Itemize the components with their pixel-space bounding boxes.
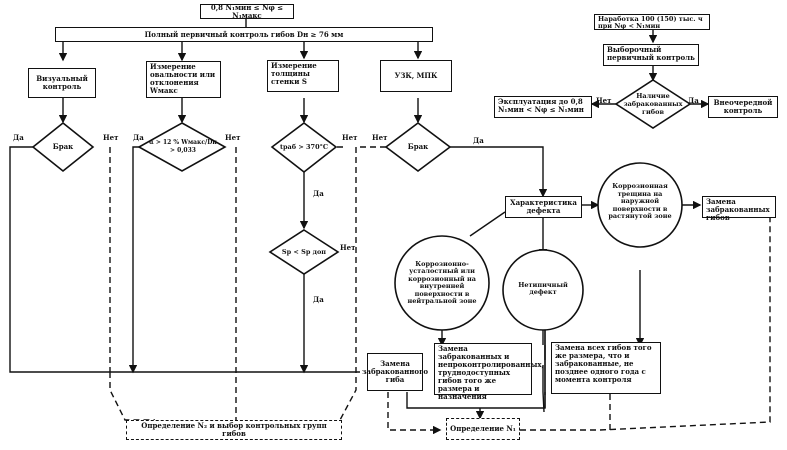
selective-control-text: Выборочный первичный контроль	[607, 45, 695, 62]
defect-characteristic-box: Характеристика дефекта	[505, 196, 582, 218]
replace-all-same-size-box: Замена всех гибов того же размера, что и…	[551, 342, 661, 394]
label-yes: Да	[133, 133, 144, 142]
label-no: Нет	[596, 96, 612, 105]
decision-rejected-present	[614, 79, 692, 129]
top-condition-text: 0,8 N₁мин ≤ Nφ ≤ N₁макс	[210, 2, 284, 20]
determine-n1-box: Определение N₁	[446, 418, 520, 440]
thickness-box: Измерение толщины стенки S	[267, 60, 339, 92]
temp-cond-text: tраб > 370°C	[279, 143, 329, 151]
decision-ovality	[137, 122, 227, 172]
label-no: Нет	[372, 133, 388, 142]
decision-defect-2	[384, 122, 452, 172]
operating-hours-box: Наработка 100 (150) тыс. ч при Nφ < N₁ми…	[594, 14, 710, 30]
determine-n2-box: Определение N₂ и выбор контрольных групп…	[126, 420, 342, 440]
label-yes: Да	[473, 136, 484, 145]
ultrasonic-text: УЗК, МПК	[394, 71, 438, 80]
replace-rejected-small-text: Замена забракованных гибов	[706, 197, 770, 222]
label-no: Нет	[103, 133, 119, 142]
top-condition-box: 0,8 N₁мин ≤ Nφ ≤ N₁макс	[200, 2, 294, 20]
label-no: Нет	[342, 133, 358, 142]
circle-atypical	[502, 249, 584, 331]
rejected-present-text: Наличие забракованных гибов	[623, 92, 683, 116]
extra-control-text: Внеочередной контроль	[713, 98, 773, 115]
circle-corrosion-crack	[597, 162, 683, 248]
ultrasonic-box: УЗК, МПК	[380, 60, 452, 92]
defect-1-text: Брак	[52, 142, 74, 151]
replace-rejected-left-text: Замена забракованного гиба	[361, 359, 429, 384]
label-yes: Да	[313, 295, 324, 304]
label-yes: Да	[688, 96, 699, 105]
determine-n2-text: Определение N₂ и выбор контрольных групп…	[141, 421, 327, 438]
replace-hard-to-control-box: Замена забракованных и непроконтролирова…	[434, 343, 544, 401]
ovality-text: Измерение овальности или отклонения Wмак…	[150, 62, 216, 95]
replace-rejected-left-box: Замена забракованного гиба	[362, 353, 428, 391]
full-control-box: Полный первичный контроль гибов Dн ≥ 76 …	[55, 27, 433, 42]
decision-thickness	[268, 229, 340, 275]
ovality-box: Измерение овальности или отклонения Wмак…	[146, 61, 221, 98]
circle-corrosion-fatigue	[394, 235, 490, 331]
extra-control-box: Внеочередной контроль	[708, 96, 778, 118]
full-control-text: Полный первичный контроль гибов Dн ≥ 76 …	[144, 29, 344, 39]
label-no: Нет	[225, 133, 241, 142]
thickness-text: Измерение толщины стенки S	[271, 61, 317, 86]
defect-2-text: Брак	[407, 142, 429, 151]
determine-n1-text: Определение N₁	[450, 424, 516, 433]
label-yes: Да	[313, 189, 324, 198]
operation-until-text: Эксплуатация до 0,8 N₁мин < Nφ ≤ N₁мин	[498, 97, 584, 114]
defect-characteristic-text: Характеристика дефекта	[510, 198, 577, 215]
decision-temperature	[270, 122, 338, 174]
corrosion-crack-text: Коррозионная трещина на наружной поверхн…	[608, 182, 672, 221]
selective-control-box: Выборочный первичный контроль	[603, 44, 699, 66]
corrosion-fatigue-text: Коррозионно-усталостный или коррозионный…	[407, 259, 477, 305]
visual-control-text: Визуальный контроль	[36, 74, 88, 91]
thickness-cond-text: Sр < Sр доп	[281, 248, 327, 256]
operation-until-box: Эксплуатация до 0,8 N₁мин < Nφ ≤ N₁мин	[494, 96, 592, 118]
ovality-cond-text: α > 12 % Wмакс/Dн > 0,033	[149, 139, 217, 154]
replace-rejected-small-box: Замена забракованных гибов	[702, 196, 776, 222]
label-yes: Да	[13, 133, 24, 142]
label-no: Нет	[340, 243, 356, 252]
replace-all-same-size-text: Замена всех гибов того же размера, что и…	[555, 343, 652, 384]
decision-defect-1	[31, 121, 95, 173]
atypical-text: Нетипичный дефект	[518, 280, 568, 296]
replace-hard-to-control-text: Замена забракованных и непроконтролирова…	[438, 344, 544, 401]
operating-hours-text: Наработка 100 (150) тыс. ч при Nφ < N₁ми…	[598, 15, 703, 30]
visual-control-box: Визуальный контроль	[28, 68, 96, 98]
